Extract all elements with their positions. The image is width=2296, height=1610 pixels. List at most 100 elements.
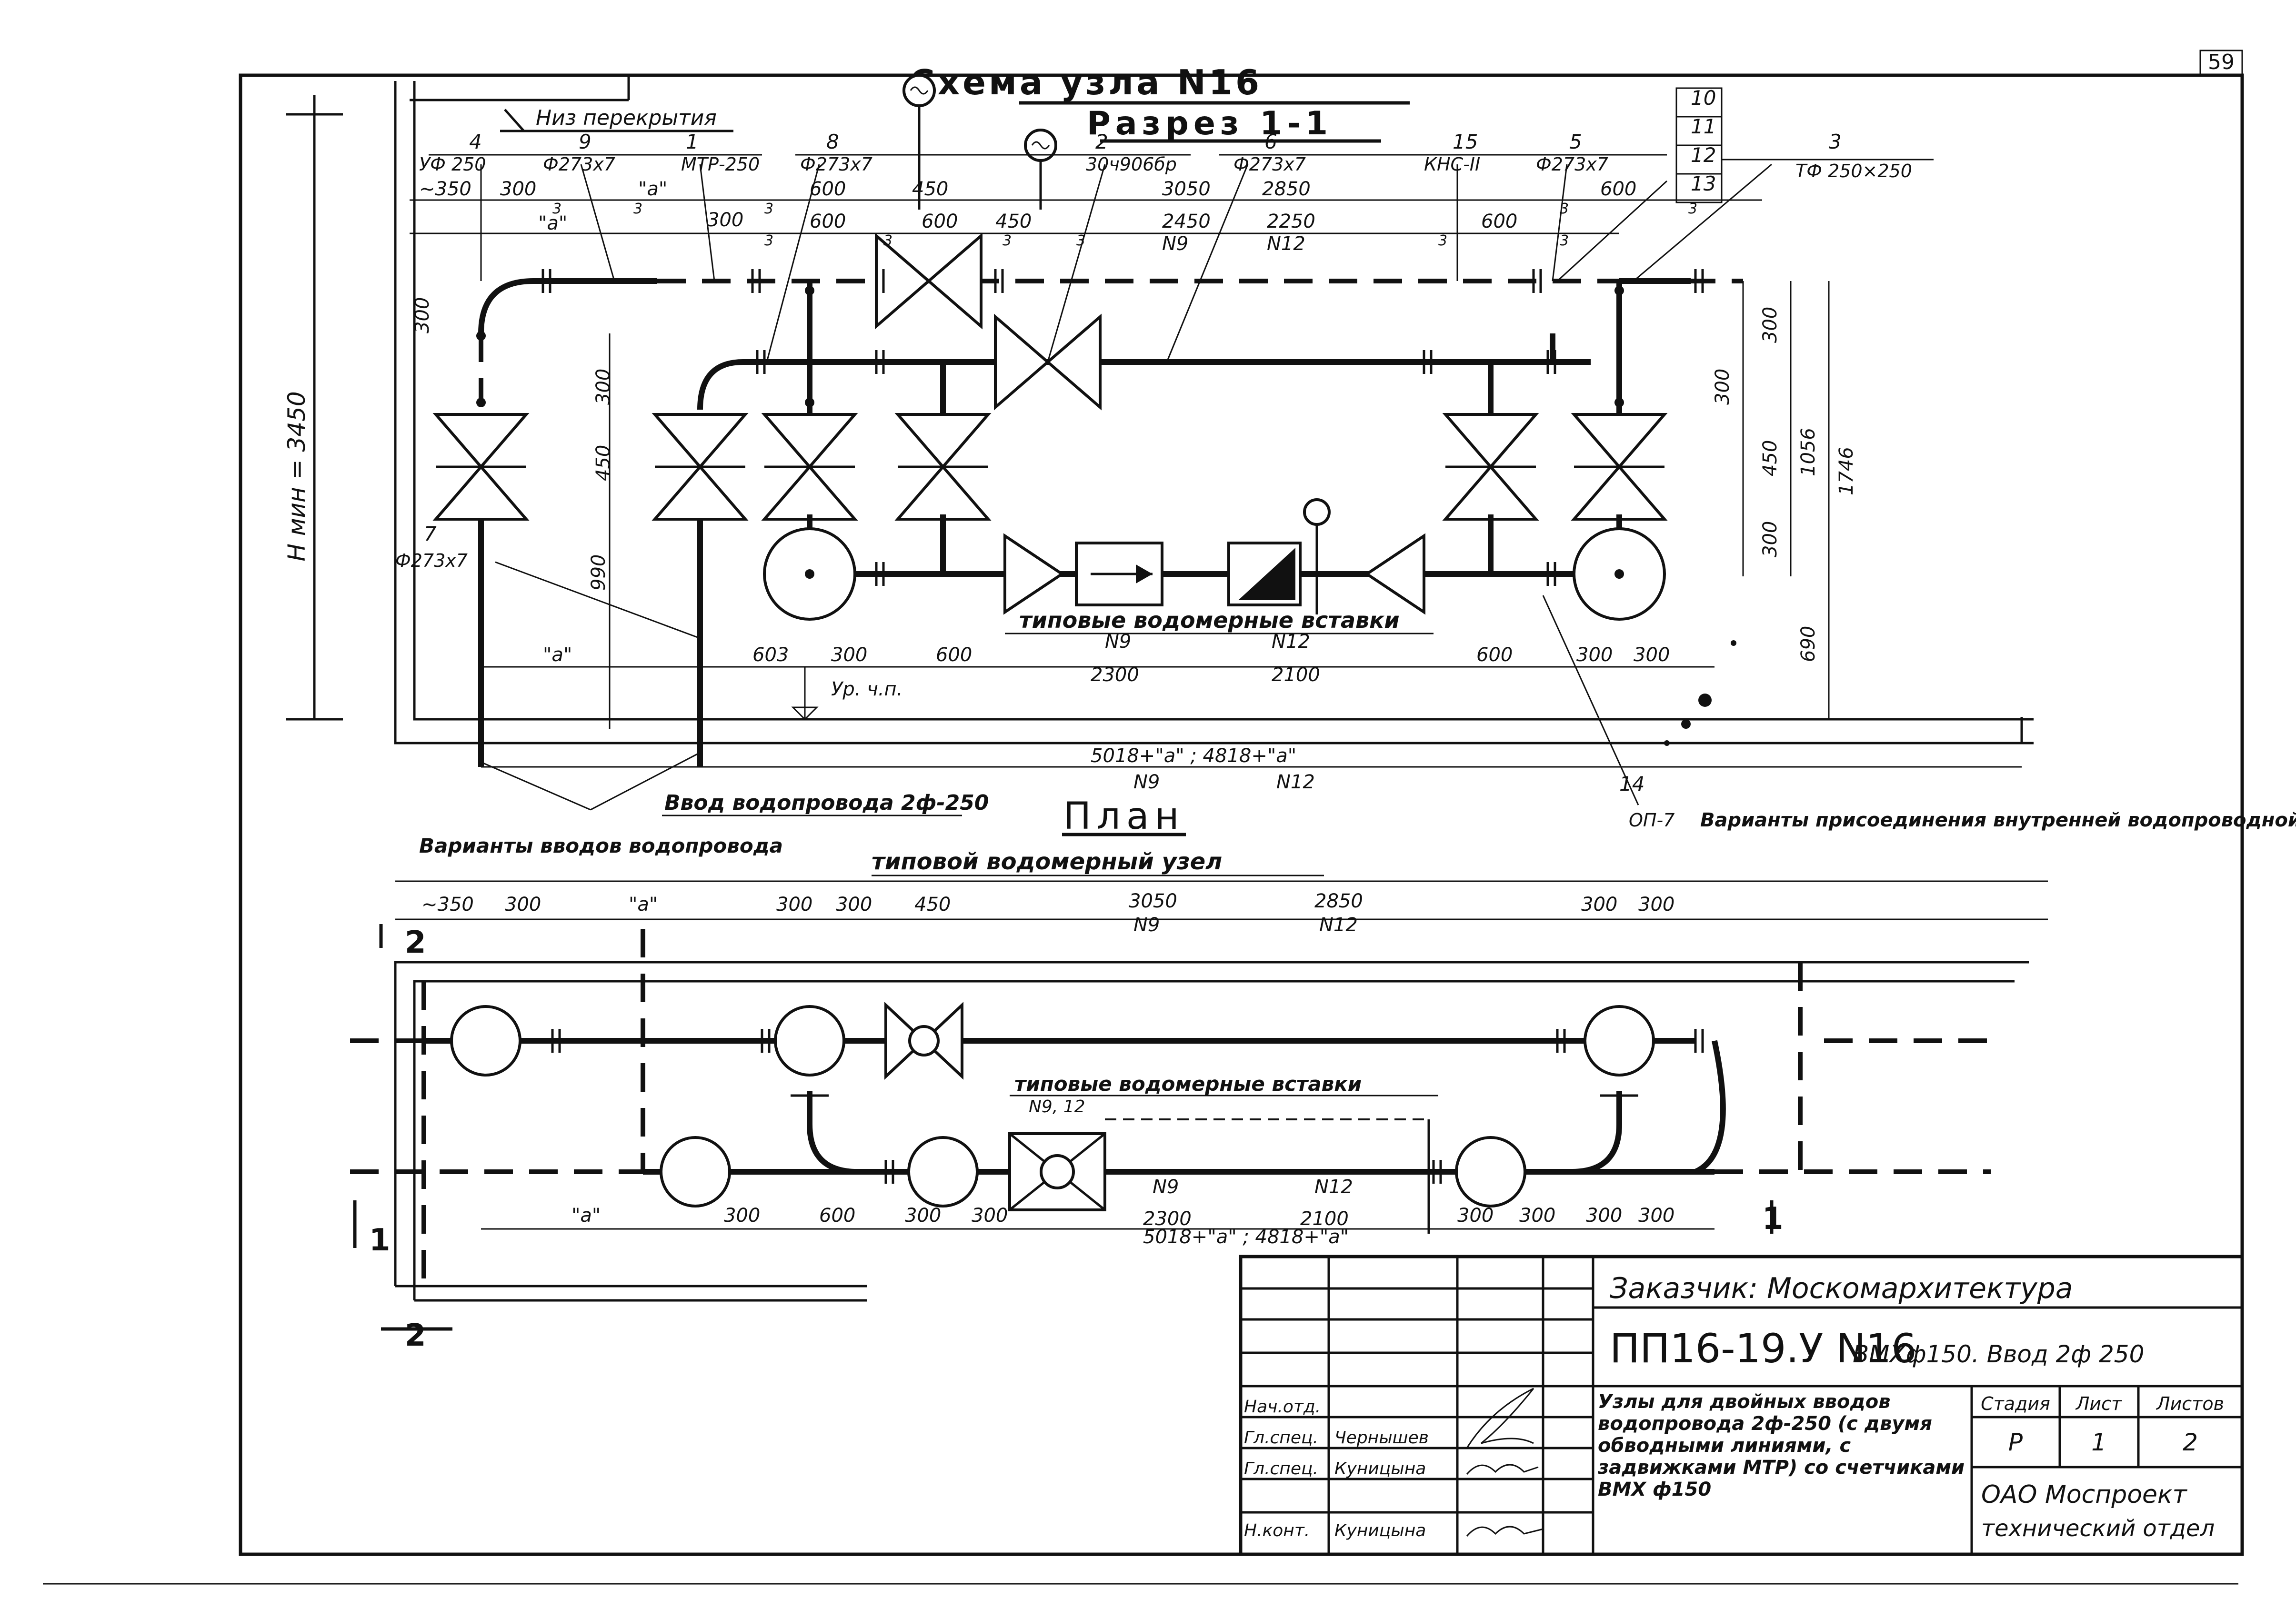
plan-dim-top-2850: 2850 xyxy=(1314,890,1363,912)
pos-4: 4 xyxy=(469,130,482,153)
pos-13: 13 xyxy=(1691,172,1716,195)
section-inserts-label: типовые водомерные вставки xyxy=(1019,607,1400,633)
dim-left-990: 990 xyxy=(588,554,610,591)
dim-top2-300: 300 xyxy=(707,209,743,231)
dim-top-n12: N12 xyxy=(1267,233,1305,255)
plan-inserts-n: N9, 12 xyxy=(1029,1097,1085,1117)
drawing-code: ПП16-19.У N16 xyxy=(1610,1325,1917,1372)
dim-top1-350: ~350 xyxy=(419,178,471,200)
plan-dim-top-350: ~350 xyxy=(421,894,474,916)
org-line-1: ОАО Моспроект xyxy=(1981,1480,2187,1509)
dim-mark: 3 xyxy=(1076,232,1085,249)
sheets-header: Листов xyxy=(2156,1393,2224,1414)
org-line-2: технический отдел xyxy=(1981,1515,2215,1542)
dim-bot-n12: N12 xyxy=(1272,631,1310,653)
plan-typical-unit: типовой водомерный узел xyxy=(872,848,1222,875)
dim-left-450: 450 xyxy=(592,445,614,481)
pos-6: 6 xyxy=(1264,130,1277,153)
plan-dim-bot-600: 600 xyxy=(819,1205,855,1227)
pos-1: 1 xyxy=(686,130,699,153)
dim-top1-600b: 600 xyxy=(1600,178,1636,200)
dim-top1-3050: 3050 xyxy=(1162,178,1211,200)
floor-level-label: Ур. ч.п. xyxy=(831,678,902,700)
dim-right-300c: 300 xyxy=(1759,521,1781,557)
dim-mark: 3 xyxy=(1560,201,1569,217)
dim-mark: 3 xyxy=(1688,201,1697,217)
pos-text-pipe-7: Ф273х7 xyxy=(395,550,468,571)
dim-mark: 3 xyxy=(883,232,892,249)
pos-text-pipe-6: Ф273х7 xyxy=(1233,154,1306,175)
plan-dim-bot-2300: 2300 xyxy=(1143,1208,1192,1230)
plan-dim-top-300d: 300 xyxy=(1581,894,1617,916)
name-chief-spec-1: Чернышев xyxy=(1334,1428,1429,1448)
dim-right-450: 450 xyxy=(1759,440,1781,476)
role-chief-spec-2: Гл.спец. xyxy=(1244,1459,1318,1479)
dim-left-300: 300 xyxy=(411,297,433,333)
dim-bot-300c: 300 xyxy=(1634,644,1670,666)
plan-dim-top-n9: N9 xyxy=(1133,914,1160,936)
dim-mark: 3 xyxy=(764,232,773,249)
plan-dim-bot-2100: 2100 xyxy=(1300,1208,1349,1230)
dim-mark: 3 xyxy=(1560,232,1569,249)
dim-top2-450: 450 xyxy=(995,211,1032,232)
inlet-label: Ввод водопровода 2ф-250 xyxy=(664,791,989,815)
section-title: Схема узла N16 xyxy=(910,62,1262,102)
stage-value: Р xyxy=(2008,1429,2023,1456)
stage-header: Стадия xyxy=(1981,1393,2050,1414)
plan-dim-top-300c: 300 xyxy=(836,894,872,916)
dim-bot-300b: 300 xyxy=(1576,644,1613,666)
plan-dim-bot-300g: 300 xyxy=(1638,1205,1674,1227)
dim-bot-600: 600 xyxy=(936,644,972,666)
dim-total-n9: N9 xyxy=(1133,771,1160,793)
sheets-value: 2 xyxy=(2183,1429,2198,1456)
dim-bot-2300: 2300 xyxy=(1091,664,1139,686)
dim-right-690: 690 xyxy=(1797,626,1819,662)
plan-dim-top-3050: 3050 xyxy=(1129,890,1177,912)
dim-top2-600b: 600 xyxy=(922,211,958,232)
pos-text-pipe-8: Ф273х7 xyxy=(800,154,872,175)
name-norm-control: Куницына xyxy=(1334,1521,1426,1540)
section-subtitle: Разрез 1-1 xyxy=(1087,105,1333,142)
section-view: Схема узла N16 Разрез 1-1 Низ перекрытия… xyxy=(283,62,2296,831)
pos-8: 8 xyxy=(826,130,839,153)
dim-right-1056: 1056 xyxy=(1797,428,1819,476)
pos-3: 3 xyxy=(1829,130,1842,153)
plan-dim-top-300b: 300 xyxy=(776,894,812,916)
plan-dim-bot-300d: 300 xyxy=(1457,1205,1494,1227)
sheet-header: Лист xyxy=(2075,1393,2123,1414)
plan-section-mark-2b: 2 xyxy=(405,1318,426,1353)
dim-bot-a: "а" xyxy=(543,644,572,666)
dim-mark: 3 xyxy=(764,201,773,217)
plan-dim-bot-n12: N12 xyxy=(1314,1176,1353,1198)
pos-2: 2 xyxy=(1095,130,1108,153)
pos-5: 5 xyxy=(1569,130,1582,153)
dim-mark: 3 xyxy=(552,201,561,217)
customer-label: Заказчик: Москомархитектура xyxy=(1610,1272,2073,1305)
role-norm-control: Н.конт. xyxy=(1244,1521,1310,1540)
dim-mark: 3 xyxy=(633,201,642,217)
pos-11: 11 xyxy=(1691,115,1716,138)
page-number: 59 xyxy=(2208,50,2235,74)
plan-dim-top-450: 450 xyxy=(914,894,951,916)
pos-text-mtr250: МТР-250 xyxy=(681,154,760,175)
plan-dim-total: 5018+"а" ; 4818+"а" xyxy=(1143,1226,1349,1248)
pos-text-pipe-9: Ф273х7 xyxy=(543,154,615,175)
dim-top1-600: 600 xyxy=(810,178,846,200)
pos-text-op7: ОП-7 xyxy=(1629,810,1674,831)
level-top-label: Низ перекрытия xyxy=(536,106,717,130)
dim-total: 5018+"а" ; 4818+"а" xyxy=(1091,745,1296,767)
dim-right-300a: 300 xyxy=(1759,307,1781,343)
dim-top-n9: N9 xyxy=(1162,233,1188,255)
role-head-of-dept: Нач.отд. xyxy=(1244,1397,1321,1417)
plan-section-mark-2a: 2 xyxy=(405,925,426,960)
plan-section-mark-1b: 1 xyxy=(1762,1201,1784,1237)
plan-dim-bot-n9: N9 xyxy=(1153,1176,1179,1198)
dim-left-300b: 300 xyxy=(592,369,614,405)
pos-text-uf250: УФ 250 xyxy=(419,154,486,175)
plan-dim-bot-300f: 300 xyxy=(1586,1205,1622,1227)
plan-inserts-label: типовые водомерные вставки xyxy=(1014,1072,1362,1096)
dim-top1-2850: 2850 xyxy=(1262,178,1311,200)
pos-7: 7 xyxy=(424,522,437,545)
connection-note: Варианты присоединения внутренней водопр… xyxy=(1700,809,2296,831)
